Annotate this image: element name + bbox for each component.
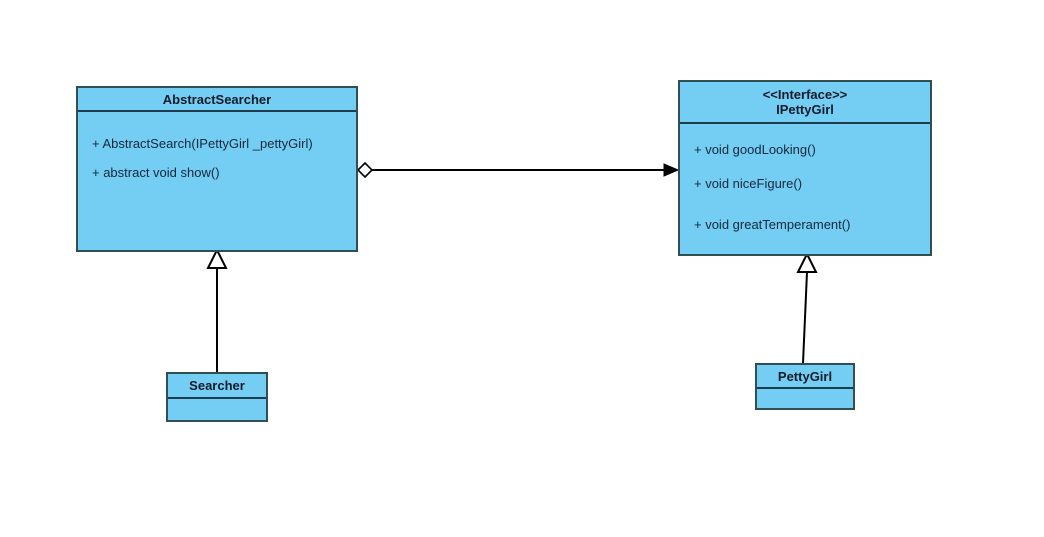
class-body-ipettygirl: + void goodLooking() + void niceFigure()…	[680, 124, 930, 254]
class-member: + void greatTemperament()	[694, 217, 851, 232]
class-box-abstract-searcher[interactable]: AbstractSearcher + AbstractSearch(IPetty…	[76, 86, 358, 252]
realization-line	[802, 271, 808, 364]
class-member: + abstract void show()	[92, 165, 220, 180]
realization-pettygirl	[796, 251, 818, 364]
generalization-searcher	[206, 247, 228, 372]
class-name-pettygirl: PettyGirl	[777, 368, 833, 384]
class-name-searcher: Searcher	[189, 378, 245, 393]
class-member: + void niceFigure()	[694, 176, 803, 191]
class-header-abstract-searcher: AbstractSearcher	[78, 88, 356, 112]
hollow-diamond-icon	[356, 161, 374, 179]
hollow-triangle-icon	[796, 251, 818, 273]
class-stereotype-ipettygirl: <<Interface>>	[762, 87, 848, 102]
class-header-pettygirl: PettyGirl	[757, 365, 853, 389]
class-member: + AbstractSearch(IPettyGirl _pettyGirl)	[92, 136, 313, 151]
class-name-ipettygirl: IPettyGirl	[776, 102, 834, 117]
hollow-triangle-icon	[206, 247, 228, 269]
class-header-searcher: Searcher	[168, 374, 266, 399]
class-box-pettygirl[interactable]: PettyGirl	[755, 363, 855, 410]
class-name-abstract-searcher: AbstractSearcher	[162, 91, 272, 107]
class-body-searcher	[168, 399, 266, 420]
class-box-ipettygirl[interactable]: <<Interface>> IPettyGirl + void goodLook…	[678, 80, 932, 256]
class-box-searcher[interactable]: Searcher	[166, 372, 268, 422]
class-header-ipettygirl: <<Interface>> IPettyGirl	[680, 82, 930, 124]
class-member: + void goodLooking()	[694, 142, 816, 157]
class-body-pettygirl	[757, 389, 853, 408]
aggregation-searcher-pettygirl	[356, 161, 680, 179]
class-body-abstract-searcher: + AbstractSearch(IPettyGirl _pettyGirl) …	[78, 112, 356, 250]
solid-arrow-icon	[663, 163, 680, 177]
